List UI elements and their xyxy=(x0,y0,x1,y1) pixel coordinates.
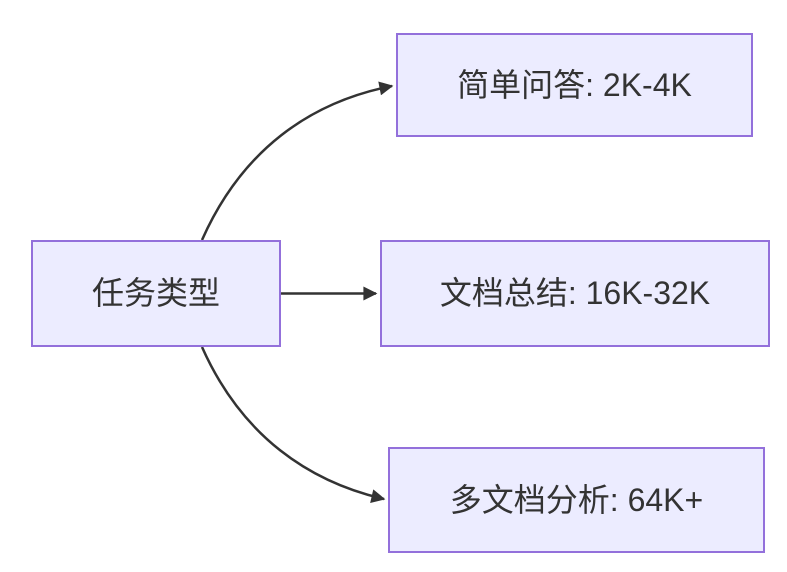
edge-task-type-to-multi-doc xyxy=(200,346,386,503)
edge-task-type-to-simple-qa xyxy=(200,81,394,241)
node-task-type: 任务类型 xyxy=(31,240,281,347)
node-multi-doc-analysis: 多文档分析: 64K+ xyxy=(388,447,765,553)
node-simple-qa-label: 简单问答: 2K-4K xyxy=(457,66,692,103)
node-multi-doc-analysis-label: 多文档分析: 64K+ xyxy=(449,481,704,518)
node-task-type-label: 任务类型 xyxy=(91,275,220,312)
node-doc-summary-label: 文档总结: 16K-32K xyxy=(439,275,711,312)
node-simple-qa: 简单问答: 2K-4K xyxy=(396,33,753,137)
node-doc-summary: 文档总结: 16K-32K xyxy=(380,240,770,347)
